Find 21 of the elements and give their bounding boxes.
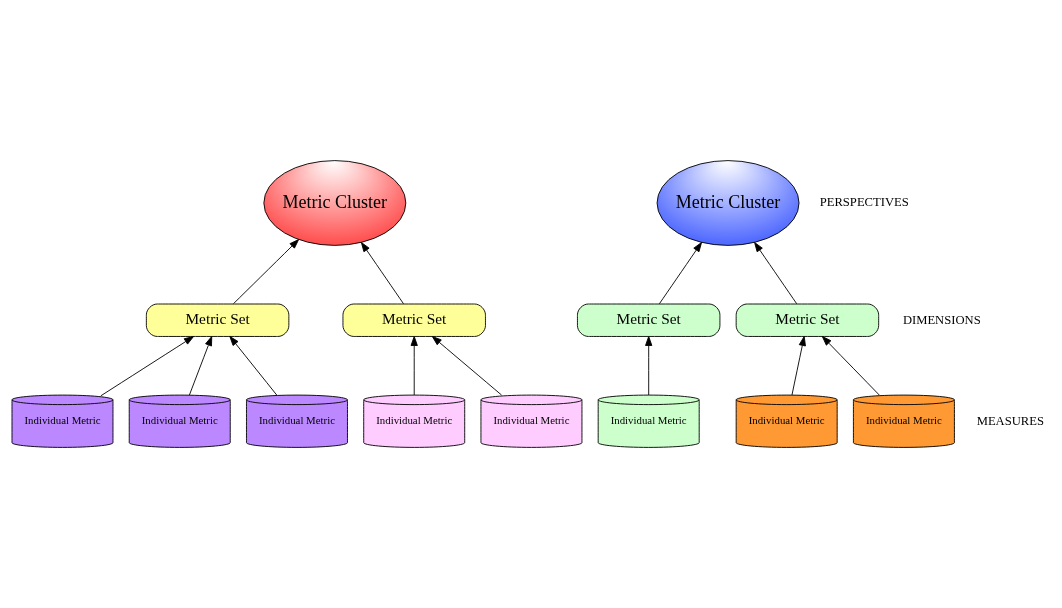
node-box: Metric Set	[735, 303, 880, 337]
arrow	[188, 336, 213, 396]
arrow	[431, 336, 502, 396]
node-ellipse: Metric Cluster	[656, 160, 800, 246]
arrow	[791, 336, 806, 396]
arrow	[100, 336, 194, 397]
arrow	[360, 242, 404, 305]
arrow	[821, 336, 880, 396]
node-box: Metric Set	[577, 303, 721, 337]
label: PERSPECTIVES	[819, 195, 909, 210]
arrow	[754, 242, 798, 305]
label: MEASURES	[976, 413, 1044, 428]
node-ellipse: Metric Cluster	[263, 160, 407, 246]
arrow	[658, 242, 702, 305]
label: DIMENSIONS	[902, 312, 981, 327]
node-box: Metric Set	[342, 303, 486, 337]
arrow	[232, 239, 300, 305]
arrow	[410, 336, 418, 396]
node-box: Metric Set	[145, 303, 290, 337]
arrow	[229, 336, 278, 396]
arrow	[645, 336, 653, 396]
